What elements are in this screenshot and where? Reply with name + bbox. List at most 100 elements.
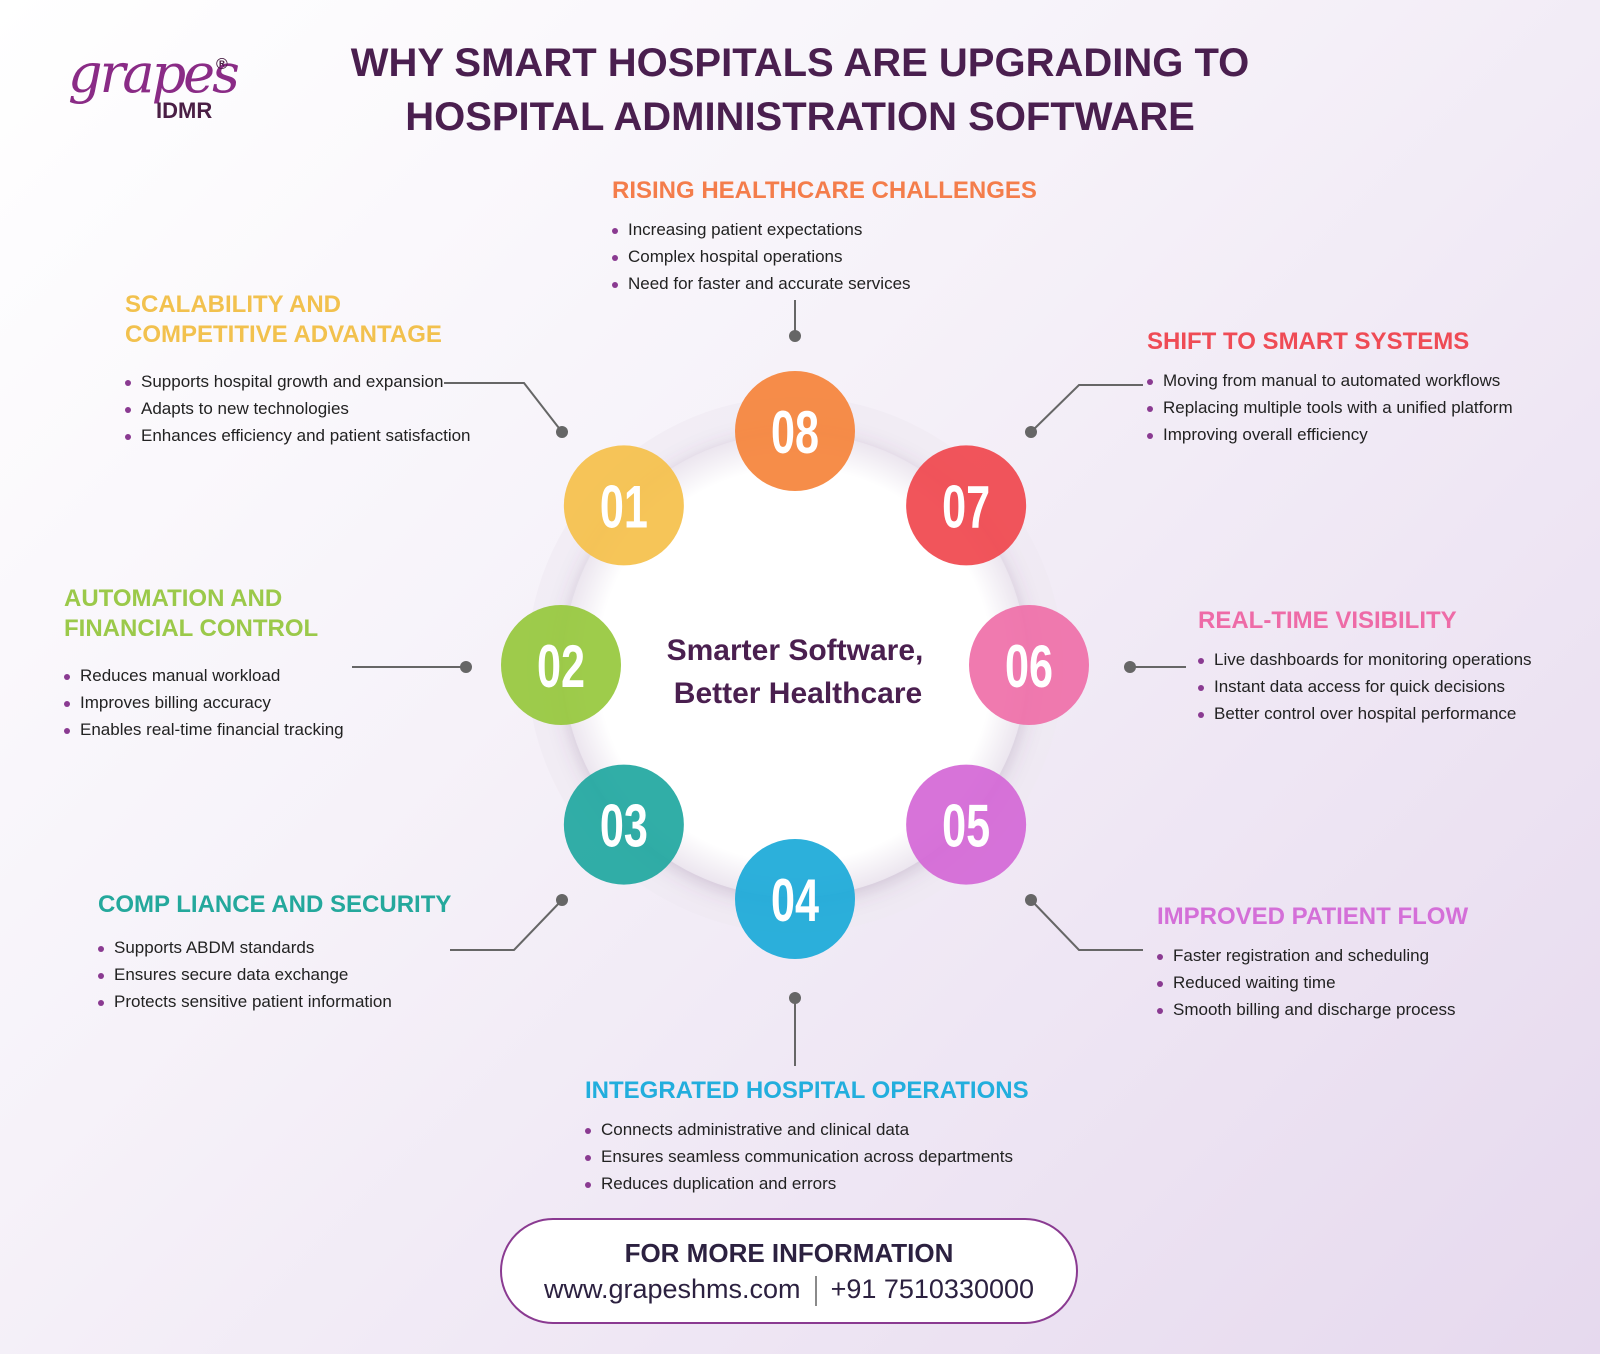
section-title: REAL-TIME VISIBILITY bbox=[1198, 606, 1532, 636]
step-circle bbox=[501, 605, 621, 725]
step-circle bbox=[969, 605, 1089, 725]
contact-footer: FOR MORE INFORMATION www.grapeshms.com +9… bbox=[500, 1218, 1078, 1324]
bullet-list: Faster registration and scheduling Reduc… bbox=[1157, 942, 1468, 1023]
section-title-line-1: IMPROVED PATIENT FLOW bbox=[1157, 903, 1469, 930]
step-number: 02 bbox=[537, 634, 585, 701]
bullet-item: Better control over hospital performance bbox=[1198, 700, 1532, 727]
section-compliance: COMP LIANCE AND SECURITY Supports ABDM s… bbox=[98, 890, 451, 1015]
page-title: WHY SMART HOSPITALS ARE UPGRADING TO HOS… bbox=[300, 36, 1300, 144]
step-circles: 01 02 03 04 05 06 07 08 bbox=[501, 371, 1089, 959]
phone-link[interactable]: +91 7510330000 bbox=[830, 1274, 1035, 1304]
section-title: INTEGRATED HOSPITAL OPERATIONS bbox=[585, 1076, 1029, 1106]
bullet-list: Increasing patient expectations Complex … bbox=[612, 216, 1037, 297]
footer-label: FOR MORE INFORMATION bbox=[624, 1238, 954, 1268]
section-automation: AUTOMATION AND FINANCIAL CONTROL Reduces… bbox=[64, 584, 344, 743]
bullet-item: Ensures secure data exchange bbox=[98, 961, 451, 988]
section-title-line-1: REAL-TIME VISIBILITY bbox=[1198, 607, 1457, 634]
connector-line bbox=[1030, 384, 1143, 433]
step-07: 07 bbox=[906, 445, 1027, 566]
section-title-line-2: COMPETITIVE ADVANTAGE bbox=[125, 321, 442, 348]
step-number: 06 bbox=[1005, 634, 1053, 701]
footer-contact-line: www.grapeshms.com +91 7510330000 bbox=[502, 1274, 1076, 1306]
section-scalability: SCALABILITY AND COMPETITIVE ADVANTAGE Su… bbox=[125, 290, 471, 449]
bullet-item: Instant data access for quick decisions bbox=[1198, 673, 1532, 700]
bullet-item: Enables real-time financial tracking bbox=[64, 716, 344, 743]
step-03: 03 bbox=[563, 764, 684, 885]
bullet-item: Connects administrative and clinical dat… bbox=[585, 1116, 1029, 1143]
section-title-line-1: RISING HEALTHCARE CHALLENGES bbox=[612, 177, 1037, 204]
step-circle bbox=[563, 445, 684, 566]
step-05: 05 bbox=[906, 764, 1027, 885]
bullet-list: Supports hospital growth and expansion A… bbox=[125, 368, 471, 449]
bullet-item: Increasing patient expectations bbox=[612, 216, 1037, 243]
bullet-list: Live dashboards for monitoring operation… bbox=[1198, 646, 1532, 727]
section-title: SHIFT TO SMART SYSTEMS bbox=[1147, 327, 1513, 357]
bullet-item: Improves billing accuracy bbox=[64, 689, 344, 716]
step-08: 08 bbox=[735, 371, 855, 491]
section-title-line-1: COMP LIANCE AND SECURITY bbox=[98, 891, 452, 918]
connector-dot bbox=[556, 426, 568, 438]
connector-line bbox=[1030, 899, 1143, 951]
bullet-item: Reduces duplication and errors bbox=[585, 1170, 1029, 1197]
website-link[interactable]: www.grapeshms.com bbox=[543, 1274, 801, 1304]
section-smart-systems: SHIFT TO SMART SYSTEMS Moving from manua… bbox=[1147, 327, 1513, 448]
connector-line bbox=[450, 899, 563, 951]
bullet-list: Moving from manual to automated workflow… bbox=[1147, 367, 1513, 448]
bullet-list: Connects administrative and clinical dat… bbox=[585, 1116, 1029, 1197]
bullet-item: Reduced waiting time bbox=[1157, 969, 1468, 996]
step-04: 04 bbox=[735, 839, 855, 959]
step-number: 05 bbox=[942, 794, 990, 861]
section-title: RISING HEALTHCARE CHALLENGES bbox=[612, 176, 1037, 206]
registered-mark: ® bbox=[216, 56, 228, 73]
bullet-item: Adapts to new technologies bbox=[125, 395, 471, 422]
bullet-item: Live dashboards for monitoring operation… bbox=[1198, 646, 1532, 673]
step-number: 03 bbox=[600, 794, 648, 861]
connector-dot bbox=[1025, 426, 1037, 438]
bullet-item: Need for faster and accurate services bbox=[612, 270, 1037, 297]
step-01: 01 bbox=[563, 445, 684, 566]
step-02: 02 bbox=[501, 605, 621, 725]
bullet-item: Protects sensitive patient information bbox=[98, 988, 451, 1015]
bullet-item: Enhances efficiency and patient satisfac… bbox=[125, 422, 471, 449]
step-circle bbox=[906, 764, 1027, 885]
step-06: 06 bbox=[969, 605, 1089, 725]
title-line-1: WHY SMART HOSPITALS ARE UPGRADING TO bbox=[350, 41, 1250, 85]
connector-dot bbox=[1025, 894, 1037, 906]
bullet-item: Faster registration and scheduling bbox=[1157, 942, 1468, 969]
connector-dot bbox=[789, 330, 801, 342]
step-number: 01 bbox=[600, 475, 648, 542]
step-circle bbox=[735, 839, 855, 959]
bullet-item: Moving from manual to automated workflow… bbox=[1147, 367, 1513, 394]
connector-dot bbox=[789, 992, 801, 1004]
section-title: IMPROVED PATIENT FLOW bbox=[1157, 902, 1468, 932]
section-title-line-1: SCALABILITY AND bbox=[125, 291, 341, 318]
bullet-item: Replacing multiple tools with a unified … bbox=[1147, 394, 1513, 421]
logo-wordmark: grapes bbox=[68, 42, 240, 105]
connector-lines bbox=[352, 300, 1186, 1066]
section-patient-flow: IMPROVED PATIENT FLOW Faster registratio… bbox=[1157, 902, 1468, 1023]
bullet-item: Supports hospital growth and expansion bbox=[125, 368, 471, 395]
section-title-line-1: AUTOMATION AND bbox=[64, 585, 283, 612]
grapes-idmr-logo: grapes ® IDMR bbox=[68, 44, 248, 134]
bullet-item: Reduces manual workload bbox=[64, 662, 344, 689]
logo-subtext: IDMR bbox=[156, 98, 213, 123]
bullet-item: Smooth billing and discharge process bbox=[1157, 996, 1468, 1023]
center-circle bbox=[563, 433, 1027, 897]
section-title: AUTOMATION AND FINANCIAL CONTROL bbox=[64, 584, 344, 644]
section-title-line-2: FINANCIAL CONTROL bbox=[64, 615, 319, 642]
section-title-line-1: INTEGRATED HOSPITAL OPERATIONS bbox=[585, 1077, 1029, 1104]
bullet-item: Ensures seamless communication across de… bbox=[585, 1143, 1029, 1170]
bullet-item: Complex hospital operations bbox=[612, 243, 1037, 270]
bullet-item: Improving overall efficiency bbox=[1147, 421, 1513, 448]
bullet-list: Supports ABDM standards Ensures secure d… bbox=[98, 934, 451, 1015]
step-circle bbox=[563, 764, 684, 885]
connector-line bbox=[444, 382, 563, 433]
bullet-item: Supports ABDM standards bbox=[98, 934, 451, 961]
section-title-line-1: SHIFT TO SMART SYSTEMS bbox=[1147, 328, 1470, 355]
connector-dot bbox=[460, 661, 472, 673]
step-number: 04 bbox=[771, 868, 819, 935]
section-real-time-visibility: REAL-TIME VISIBILITY Live dashboards for… bbox=[1198, 606, 1532, 727]
connector-dot bbox=[556, 894, 568, 906]
